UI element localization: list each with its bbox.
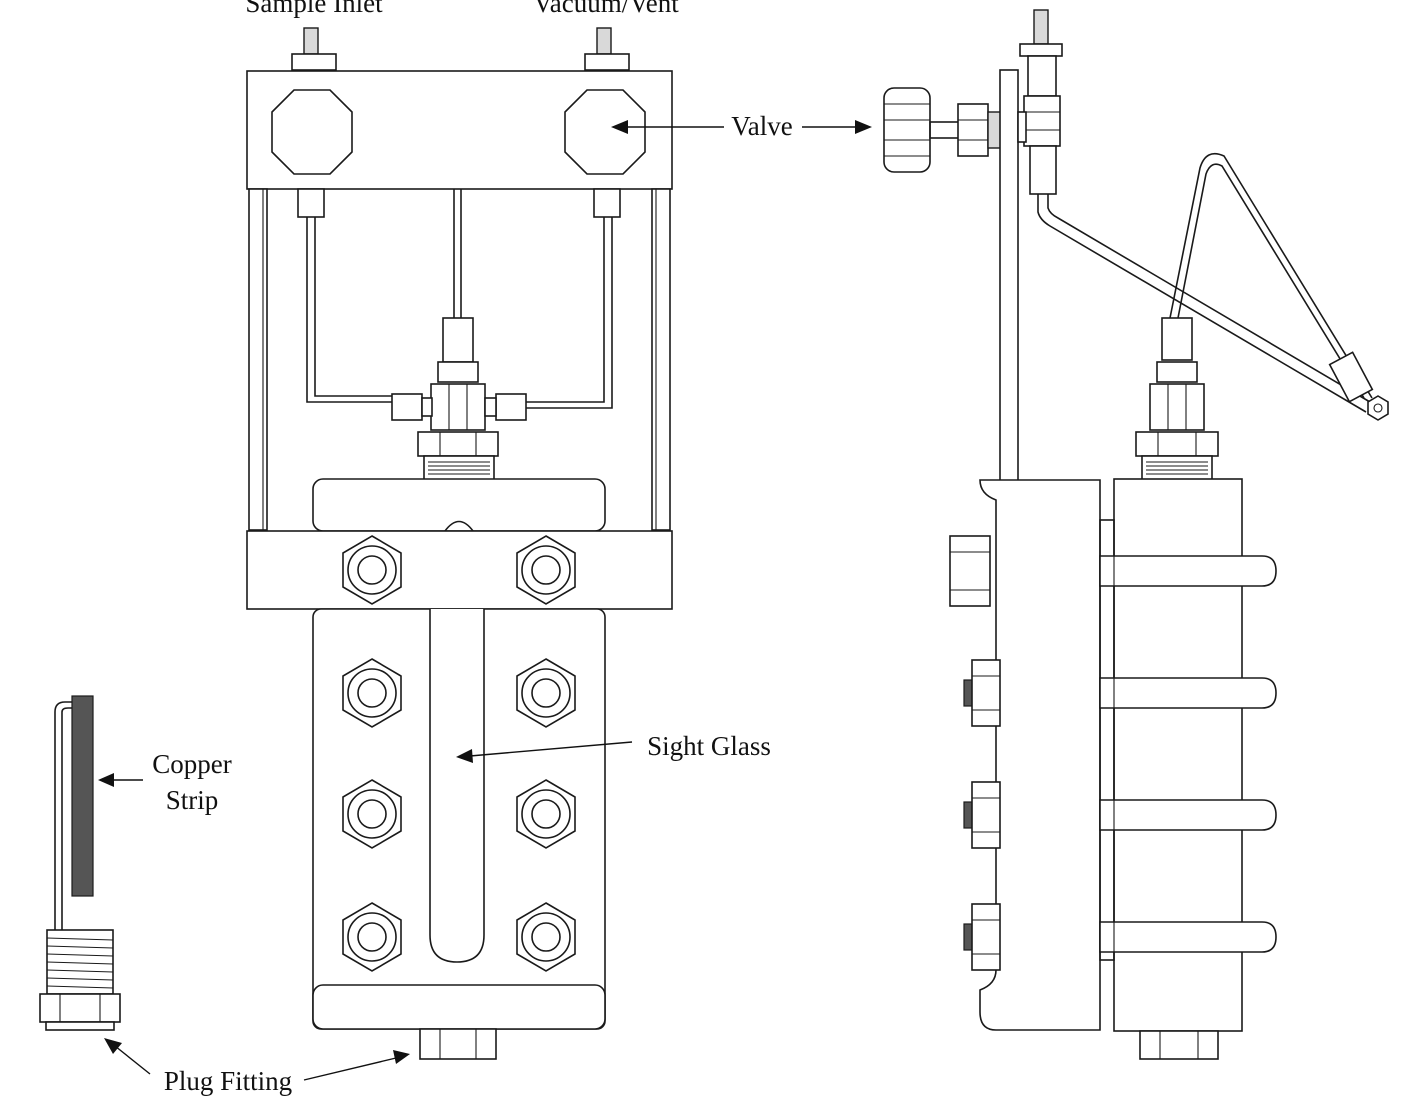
bottom-plug [419,1028,497,1060]
hex-nut [516,779,576,849]
side-bolt [963,903,1001,971]
sample-inlet-stud [291,27,337,71]
label-plug-fitting: Plug Fitting [164,1066,292,1096]
side-bolt-large [949,535,991,607]
hex-nut [516,658,576,728]
cross-fitting [391,317,527,481]
side-cell-fittings [1135,317,1219,481]
label-sight-glass: Sight Glass [647,731,771,761]
clamp-rod [1099,555,1277,587]
clamp-rod [1099,677,1277,709]
hex-nut [342,535,402,605]
side-clamp-plate [979,479,1101,1031]
label-copper: Copper [152,749,231,779]
hex-nut [342,779,402,849]
label-vacuum-vent: Vacuum/Vent [533,0,679,18]
frame-right-rail [651,188,671,531]
front-view [246,27,673,1060]
side-tubing [1037,152,1389,421]
clamp-bar [246,530,673,610]
sight-glass [429,609,485,963]
vent-valve-octagon [564,89,646,175]
plug-hex [39,993,121,1023]
frame-left-rail [248,188,268,531]
side-bolt [963,659,1001,727]
cell-bottom-cap [312,984,606,1030]
hex-nut [342,658,402,728]
hex-nut [516,902,576,972]
side-bolt [963,781,1001,849]
side-view [883,9,1389,1060]
annotations: Sample Inlet Vacuum/Vent Valve Sight Gla… [98,0,872,1096]
cell-top-cap [312,478,606,532]
label-sample-inlet: Sample Inlet [245,0,383,18]
side-valve-column [1017,9,1063,195]
hex-nut [342,902,402,972]
clamp-rod [1099,921,1277,953]
side-bottom-plug [1139,1030,1219,1060]
label-strip: Strip [166,785,219,815]
label-valve: Valve [731,111,792,141]
copper-strip [71,695,94,897]
valve-knob [883,87,1003,173]
hex-nut [516,535,576,605]
front-tubing [306,189,613,409]
sample-valve-octagon [271,89,353,175]
copper-strip-assembly [39,695,121,1031]
clamp-rod [1099,799,1277,831]
vacuum-vent-stud [584,27,630,71]
